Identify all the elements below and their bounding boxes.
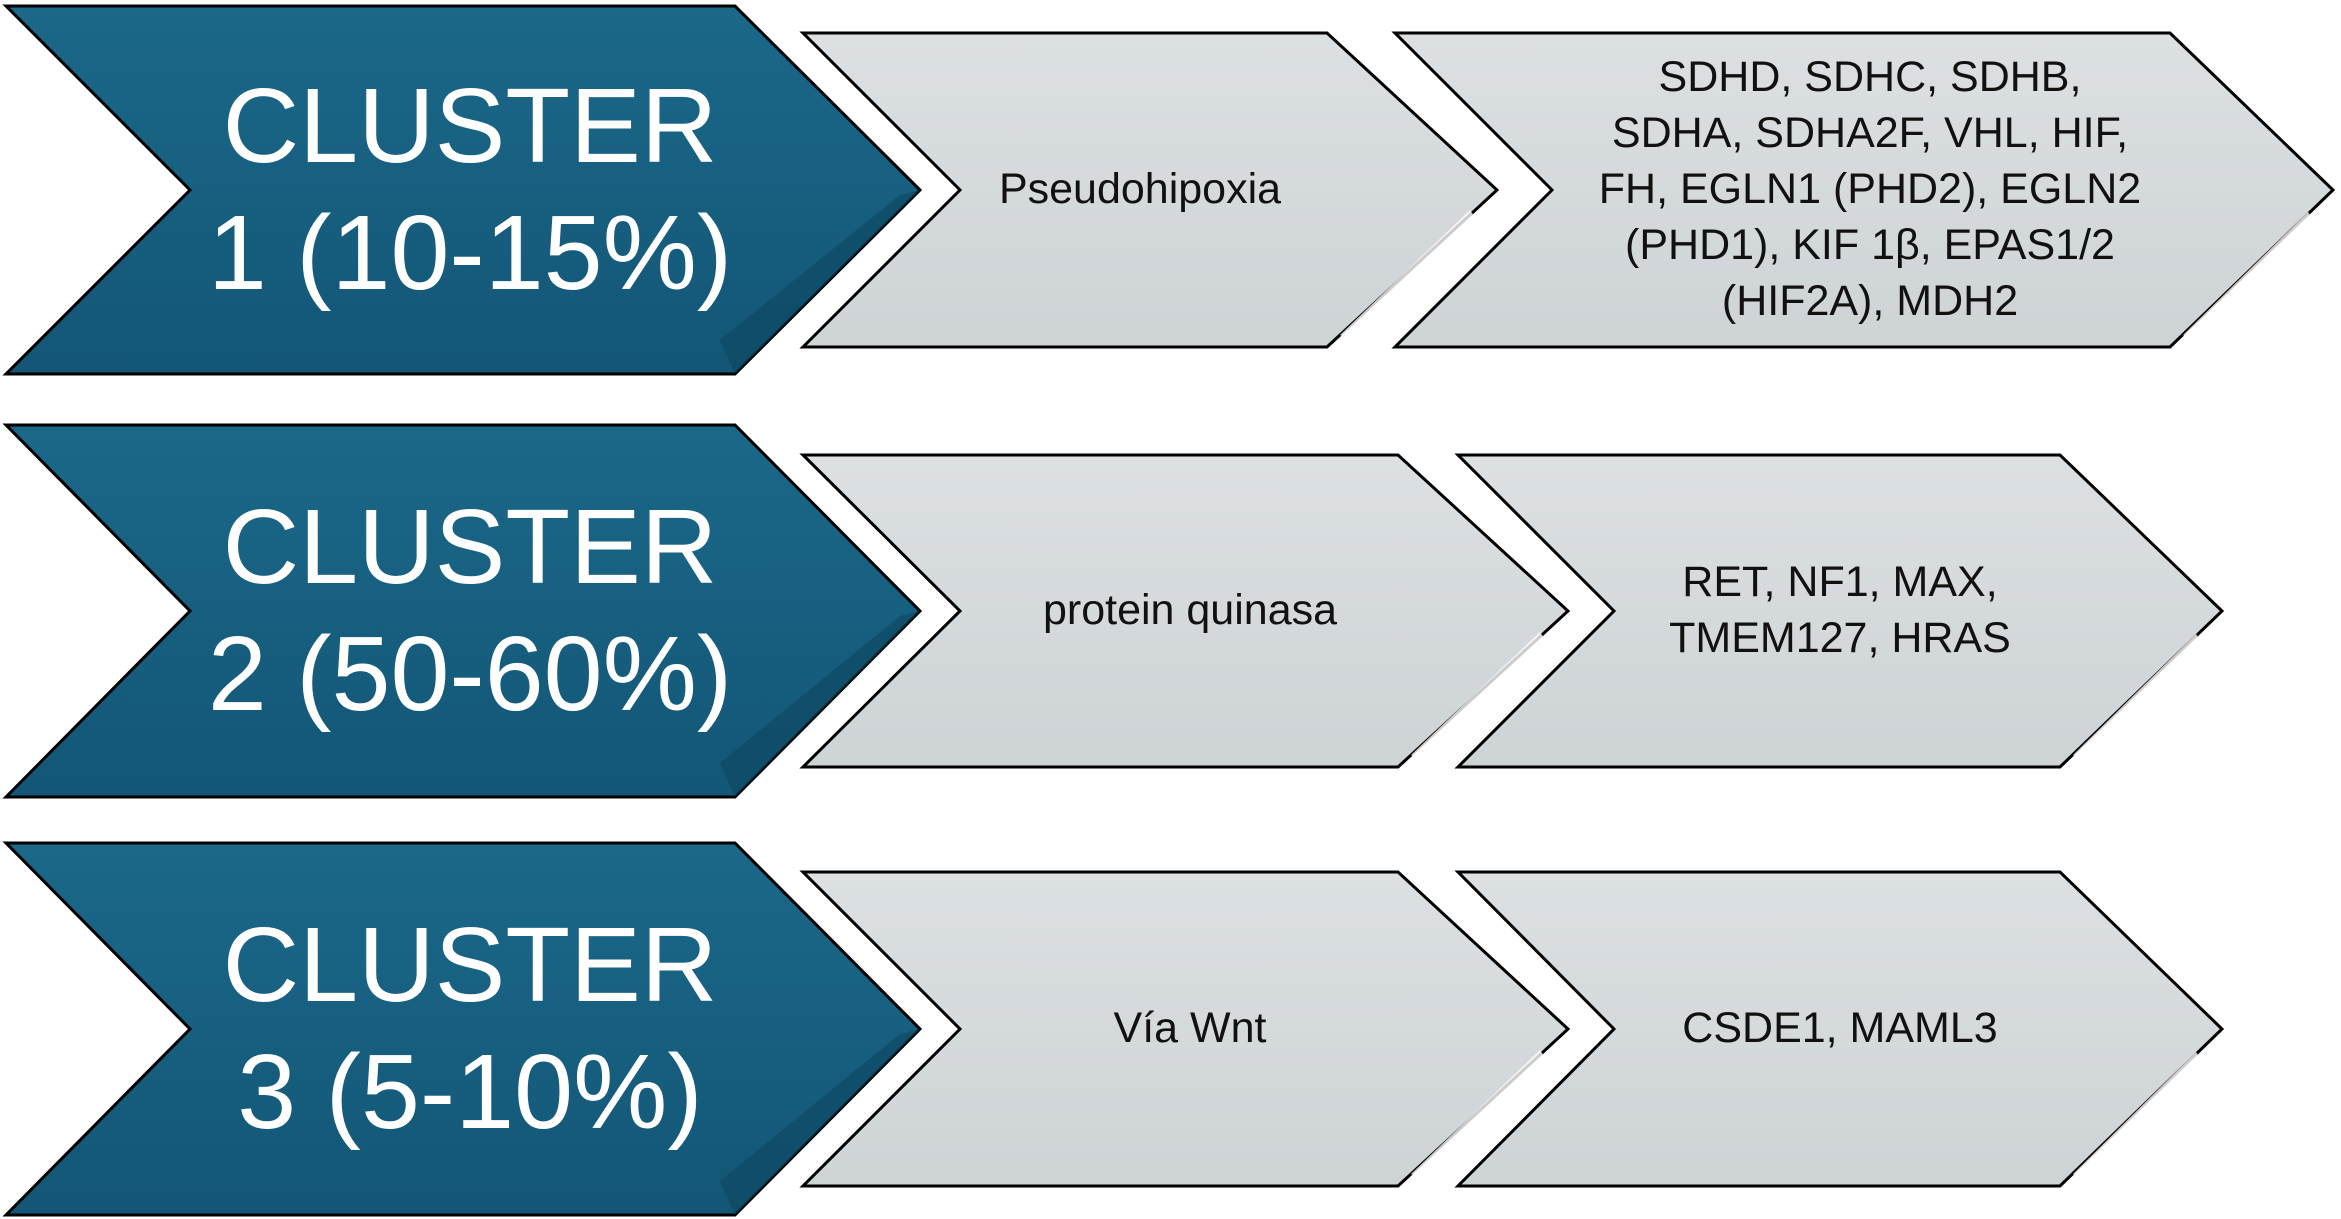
pathway-2-chevron	[799, 453, 1571, 769]
genes-1-line-5: (HIF2A), MDH2	[1721, 276, 2019, 325]
cluster-2-fold	[720, 611, 920, 797]
genes-1-label: SDHD, SDHC, SDHB, SDHA, SDHA2F, VHL, HIF…	[1530, 33, 2210, 347]
genes-1-highlight	[2183, 212, 2316, 342]
pathway-3-highlight	[1411, 1050, 1548, 1181]
genes-2-highlight	[2073, 634, 2204, 762]
genes-3-label: CSDE1, MAML3	[1580, 872, 2100, 1186]
cluster-1-fold	[720, 190, 920, 374]
cluster-3-line-2: 3 (5-10%)	[237, 1033, 703, 1151]
pathway-1-chevron	[799, 31, 1500, 349]
row-3	[2, 841, 2225, 1217]
genes-3-chevron	[1454, 870, 2225, 1188]
row-1	[2, 4, 2336, 376]
genes-1-line-3: FH, EGLN1 (PHD2), EGLN2	[1598, 165, 2142, 214]
genes-2-chevron	[1454, 453, 2225, 769]
row-2	[2, 423, 2225, 799]
genes-1-line-4: (PHD1), KIF 1β, EPAS1/2	[1625, 220, 2115, 269]
cluster-2-label: CLUSTER 2 (50-60%)	[150, 461, 790, 761]
genes-2-line-2: TMEM127, HRAS	[1669, 614, 2011, 662]
cluster-2-line-1: CLUSTER	[222, 487, 718, 606]
genes-3-highlight	[2073, 1052, 2204, 1181]
cluster-3-fold	[720, 1029, 920, 1215]
pathway-1-highlight	[1340, 210, 1478, 342]
cluster-1-line-1: CLUSTER	[222, 66, 718, 185]
genes-1-chevron	[1391, 31, 2336, 349]
genes-3-line-1: CSDE1, MAML3	[1682, 1004, 1998, 1053]
cluster-3-line-1: CLUSTER	[222, 905, 718, 1024]
genes-2-label: RET, NF1, MAX, TMEM127, HRAS	[1580, 455, 2100, 767]
pathway-2-highlight	[1411, 632, 1548, 762]
genes-1-line-1: SDHD, SDHC, SDHB,	[1658, 53, 2082, 102]
cluster-3-label: CLUSTER 3 (5-10%)	[150, 879, 790, 1179]
genes-2-line-1: RET, NF1, MAX,	[1682, 558, 1998, 607]
cluster-1-label: CLUSTER 1 (10-15%)	[150, 40, 790, 340]
pathway-1-label: Pseudohipoxia	[998, 165, 1282, 214]
pathway-3-chevron	[799, 870, 1571, 1188]
pathway-2-label: protein quinasa	[1042, 586, 1338, 635]
pathway-3-label: Vía Wnt	[1113, 1004, 1267, 1053]
cluster-1-line-2: 1 (10-15%)	[207, 194, 733, 312]
cluster-2-line-2: 2 (50-60%)	[207, 615, 733, 733]
genes-1-line-2: SDHA, SDHA2F, VHL, HIF,	[1611, 109, 2129, 158]
